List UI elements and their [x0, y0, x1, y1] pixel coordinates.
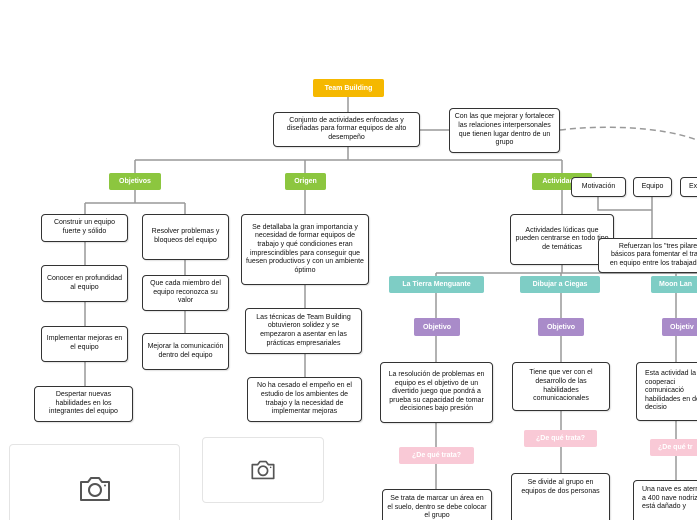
connector-definition-branches — [134, 147, 563, 173]
game-3-objetivo[interactable]: Esta actividad la cooperaci comunicació … — [636, 362, 697, 421]
connector-objetivos-children — [84, 190, 186, 214]
tag-motivacion[interactable]: Motivación — [571, 177, 626, 197]
branch-objetivos[interactable]: Objetivos — [109, 173, 161, 190]
tag-equipo[interactable]: Equipo — [633, 177, 672, 197]
branch-origen[interactable]: Origen — [285, 173, 326, 190]
root-topic[interactable]: Team Building — [313, 79, 384, 97]
origen-item-2[interactable]: Las técnicas de Team Building obtuvieron… — [245, 308, 362, 354]
game-2-trata[interactable]: Se divide al grupo en equipos de dos per… — [511, 473, 610, 520]
game-1-objetivo[interactable]: La resolución de problemas en equipo es … — [380, 362, 493, 423]
image-placeholder-2[interactable] — [202, 437, 324, 503]
game-2-trata-label[interactable]: ¿De qué trata? — [524, 430, 597, 447]
image-placeholder-1[interactable] — [9, 444, 180, 520]
dashed-note-connector — [559, 126, 697, 141]
game-dibujar-a-ciegas[interactable]: Dibujar a Ciegas — [520, 276, 600, 293]
origen-item-1[interactable]: Se detallaba la gran importancia y neces… — [241, 214, 369, 285]
game-1-trata[interactable]: Se trata de marcar un área en el suelo, … — [382, 489, 492, 520]
game-3-trata[interactable]: Una nave es aterriza a 400 nave nodriza.… — [633, 480, 697, 520]
objetivo-item-2[interactable]: Conocer en profundidad al equipo — [41, 265, 128, 302]
objetivo-item-1[interactable]: Construir un equipo fuerte y sólido — [41, 214, 128, 242]
camera-icon — [79, 477, 110, 501]
game-3-objetivo-label[interactable]: Objetiv — [662, 318, 697, 336]
objetivo-item-7[interactable]: Mejorar la comunicación dentro del equip… — [142, 333, 229, 370]
note-node[interactable]: Con las que mejorar y fortalecer las rel… — [449, 108, 560, 153]
game-2-objetivo-label[interactable]: Objetivo — [538, 318, 584, 336]
objetivo-item-3[interactable]: Implementar mejoras en el equipo — [41, 326, 128, 362]
connector-tags — [597, 197, 653, 238]
objetivo-item-4[interactable]: Despertar nuevas habilidades en los inte… — [34, 386, 133, 422]
pilares-node[interactable]: Refuerzan los "tres pilares" básicos par… — [598, 238, 697, 273]
game-la-tierra-menguante[interactable]: La Tierra Menguante — [389, 276, 484, 293]
tag-partial[interactable]: Ex — [680, 177, 697, 197]
objetivo-item-5[interactable]: Resolver problemas y bloqueos del equipo — [142, 214, 229, 260]
game-3-trata-label[interactable]: ¿De qué tr — [650, 439, 697, 456]
game-1-objetivo-label[interactable]: Objetivo — [414, 318, 460, 336]
definition-node[interactable]: Conjunto de actividades enfocadas y dise… — [273, 112, 420, 147]
origen-item-3[interactable]: No ha cesado el empeño en el estudio de … — [247, 377, 362, 422]
connector-actividades-children — [435, 190, 697, 276]
actividades-intro[interactable]: Actividades lúdicas que pueden centrarse… — [510, 214, 614, 265]
objetivo-item-6[interactable]: Que cada miembro del equipo reconozca su… — [142, 275, 229, 311]
game-2-objetivo[interactable]: Tiene que ver con el desarrollo de las h… — [512, 362, 610, 411]
game-moon-landing[interactable]: Moon Lan — [651, 276, 697, 293]
game-1-trata-label[interactable]: ¿De qué trata? — [399, 447, 474, 464]
camera-icon — [251, 460, 275, 480]
